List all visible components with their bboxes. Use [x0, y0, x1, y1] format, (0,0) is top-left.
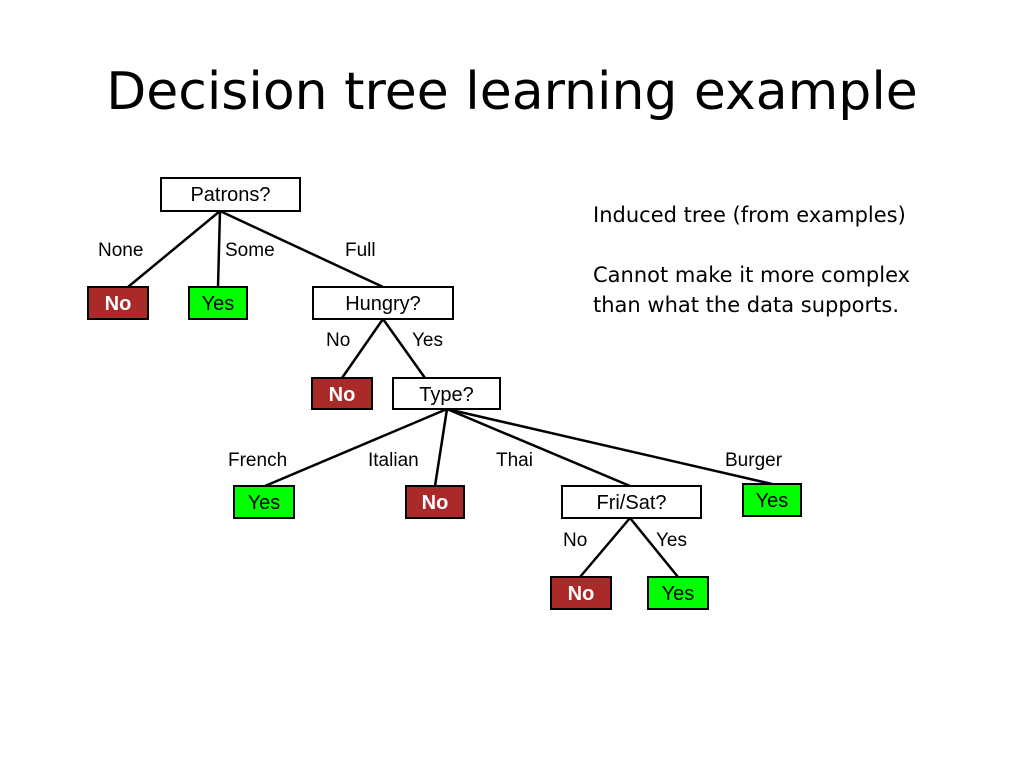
leaf-frisat-no-label: No: [568, 583, 595, 605]
edge-label-hungry-yes: Yes: [412, 330, 443, 351]
leaf-frisat-no: No: [550, 576, 612, 610]
edge-label-burger: Burger: [725, 450, 783, 471]
node-hungry: Hungry?: [312, 286, 454, 320]
edge-patrons-full: [219, 209, 384, 289]
leaf-hungry-no: No: [311, 377, 373, 410]
node-patrons: Patrons?: [160, 177, 301, 212]
edge-type-french: [264, 407, 448, 488]
note-line-data: than what the data supports.: [593, 293, 900, 317]
leaf-italian-no-box: [405, 485, 465, 519]
note-line-complex: Cannot make it more complex: [593, 263, 911, 287]
node-type-label: Type?: [419, 384, 473, 406]
edge-label-thai: Thai: [496, 450, 533, 471]
leaf-french-yes: Yes: [233, 485, 295, 519]
edge-label-none: None: [98, 240, 143, 261]
edge-patrons-none: [127, 210, 221, 288]
edge-type-thai: [446, 407, 631, 488]
node-patrons-label: Patrons?: [190, 184, 270, 206]
edge-label-full: Full: [345, 240, 376, 261]
edge-label-italian: Italian: [368, 450, 419, 471]
slide-title: Decision tree learning example: [106, 62, 918, 122]
leaf-frisat-yes-label: Yes: [662, 583, 695, 605]
leaf-none-no: No: [87, 286, 149, 320]
leaf-frisat-yes: Yes: [647, 576, 709, 610]
leaf-italian-no: No: [405, 485, 465, 519]
edge-label-frisat-yes: Yes: [656, 530, 687, 551]
node-type: Type?: [392, 377, 501, 410]
node-hungry-label: Hungry?: [345, 293, 421, 315]
edge-type-burger: [446, 407, 773, 486]
nodes-layer: Patrons? No Yes Hungry? No Type?: [87, 177, 802, 610]
edge-hungry-yes: [381, 318, 427, 379]
edge-labels: None Some Full No Yes French Italian Tha…: [98, 240, 783, 551]
edge-frisat-yes: [629, 517, 679, 578]
leaf-french-yes-box: [233, 485, 295, 519]
edge-frisat-no: [579, 517, 631, 578]
leaf-some-yes-label: Yes: [202, 293, 235, 315]
leaf-none-no-label: No: [105, 293, 132, 315]
leaf-hungry-no-box: [311, 377, 373, 410]
notes-panel: Induced tree (from examples) Cannot make…: [593, 200, 1013, 320]
leaf-burger-yes-label: Yes: [756, 490, 789, 512]
leaf-none-no-box: [87, 286, 149, 320]
leaf-burger-yes-box: [742, 483, 802, 517]
leaf-some-yes: Yes: [188, 286, 248, 320]
leaf-hungry-no-label: No: [329, 384, 356, 406]
edge-label-hungry-no: No: [326, 330, 350, 351]
leaf-french-yes-label: Yes: [248, 492, 281, 514]
leaf-frisat-no-box: [550, 576, 612, 610]
edge-patrons-some: [216, 210, 222, 288]
leaf-some-yes-box: [188, 286, 248, 320]
edge-label-some: Some: [225, 240, 275, 261]
edge-label-french: French: [228, 450, 287, 471]
node-frisat: Fri/Sat?: [561, 485, 702, 519]
edge-hungry-no: [340, 318, 385, 379]
edge-label-frisat-no: No: [563, 530, 587, 551]
edge-type-italian: [433, 408, 449, 487]
leaf-burger-yes: Yes: [742, 483, 802, 517]
note-line-induced: Induced tree (from examples): [593, 203, 906, 227]
node-frisat-label: Fri/Sat?: [596, 492, 666, 514]
leaf-frisat-yes-box: [647, 576, 709, 610]
leaf-italian-no-label: No: [422, 492, 449, 514]
edges-layer: [127, 209, 773, 578]
